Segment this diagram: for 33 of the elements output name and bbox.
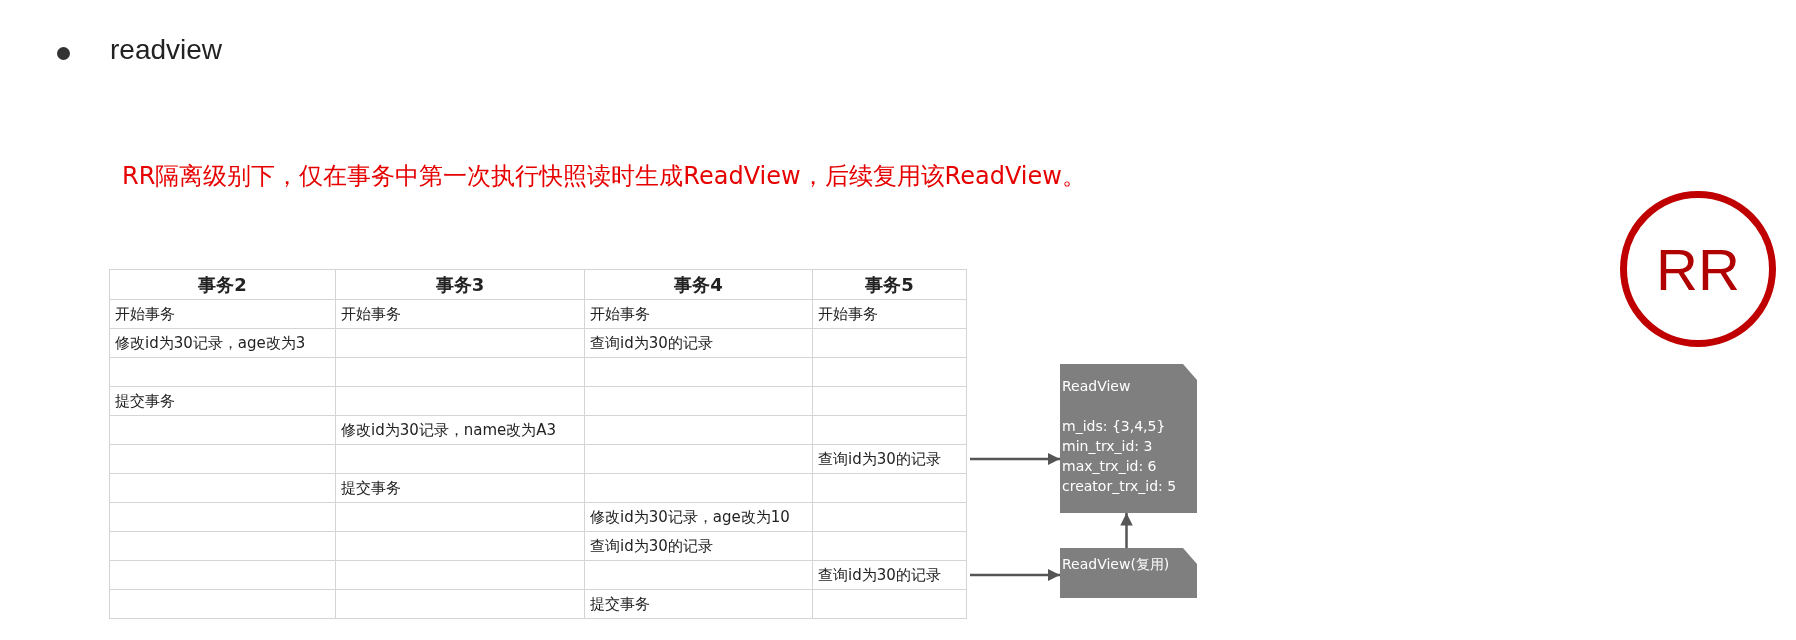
column-header: 事务3: [434, 272, 486, 297]
query-step-text: 查询id为30的记录: [813, 445, 966, 473]
step-text: 修改id为30记录，age改为10: [589, 506, 791, 528]
step-text: 查询id为30的记录: [589, 332, 714, 354]
step-text: 查询id为30的记录: [589, 535, 714, 557]
card-title: ReadView: [1062, 377, 1132, 396]
step-text: 开始事务: [817, 303, 879, 325]
step-text: 提交事务: [589, 593, 651, 615]
step-text: 开始事务: [589, 303, 651, 325]
step-text: 提交事务: [114, 390, 176, 412]
card-field: min_trx_id: 3: [1062, 436, 1193, 456]
card-title: ReadView(复用): [1062, 555, 1171, 574]
arrow: [1120, 513, 1133, 548]
column-header: 事务5: [864, 272, 915, 297]
level-circle: [1620, 191, 1776, 347]
section-title: readview: [110, 34, 223, 66]
card-field: max_trx_id: 6: [1062, 456, 1193, 476]
arrow: [970, 568, 1060, 582]
arrow: [970, 452, 1060, 466]
query-step-text: 查询id为30的记录: [813, 561, 966, 589]
level-text: RR: [1656, 235, 1740, 303]
card-field: m_ids: {3,4,5}: [1062, 416, 1193, 436]
note-text: RR隔离级别下，仅在事务中第一次执行快照读时生成ReadView，后续复用该ReadView。: [122, 161, 1086, 192]
column-header: 事务4: [673, 272, 724, 297]
readview-card: [1060, 364, 1197, 513]
step-text: 开始事务: [340, 303, 402, 325]
step-text: 修改id为30记录，name改为A3: [340, 419, 558, 441]
readview-card: [1060, 548, 1197, 598]
step-text: 开始事务: [114, 303, 176, 325]
card-field: creator_trx_id: 5: [1062, 476, 1193, 496]
step-text: 提交事务: [340, 477, 402, 499]
column-header: 事务2: [197, 272, 248, 297]
step-text: 修改id为30记录，age改为3: [114, 332, 307, 354]
